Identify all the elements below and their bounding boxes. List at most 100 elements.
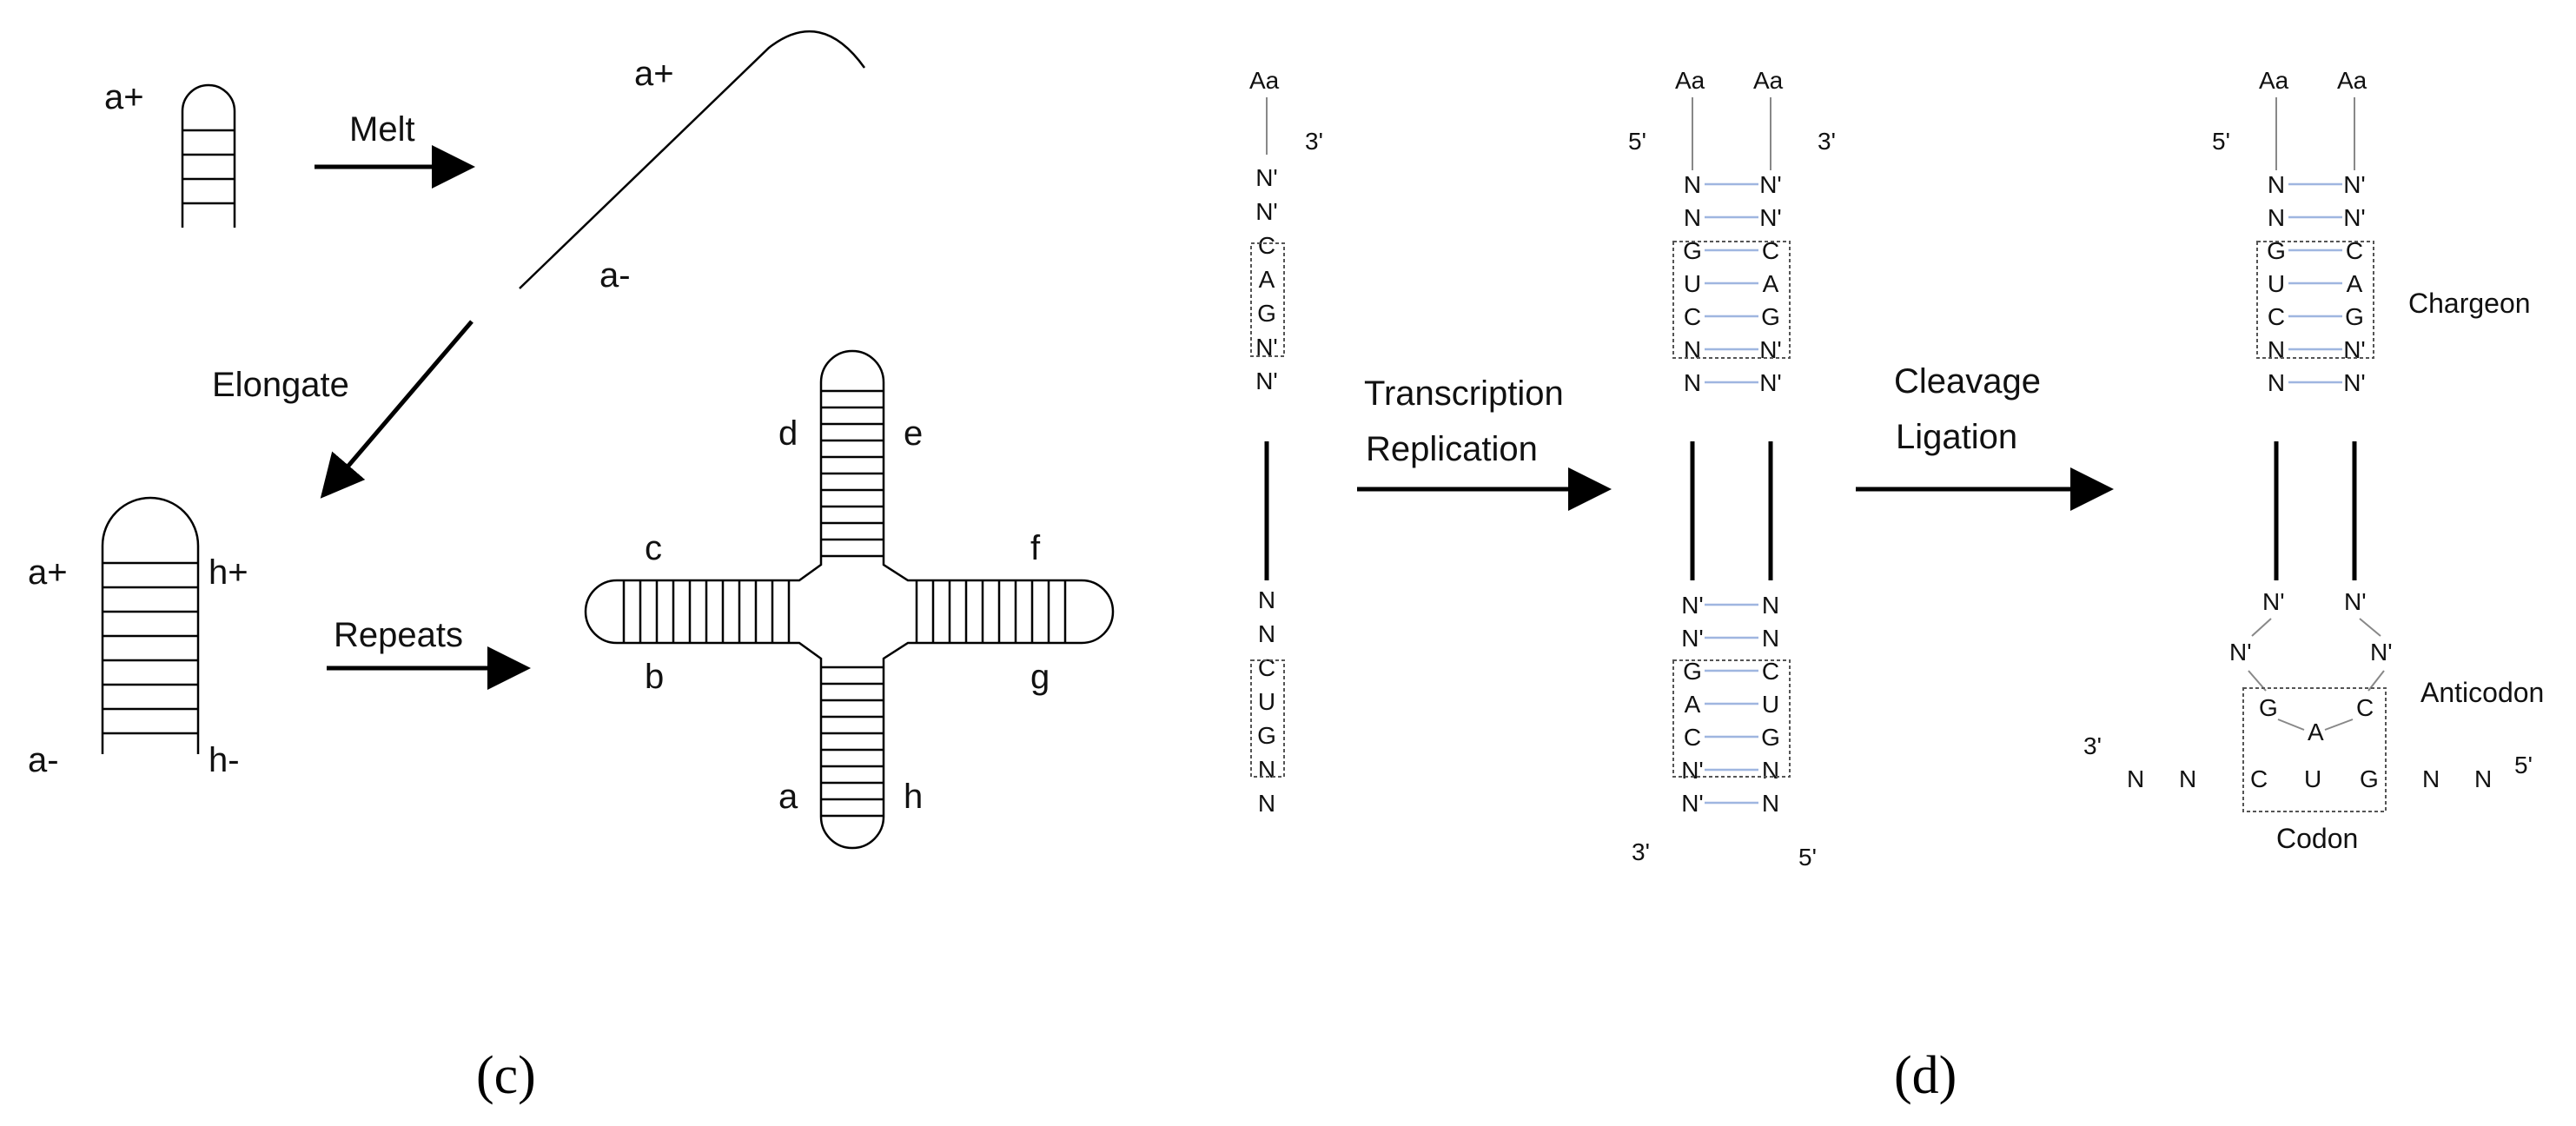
loop-n-right-1: N' xyxy=(2344,588,2367,615)
base-right: N xyxy=(1762,790,1779,817)
base-right: N' xyxy=(2343,369,2366,396)
codon-c: C xyxy=(2250,765,2268,792)
single-top-base: C xyxy=(1258,232,1275,259)
loop-n-left-1: N' xyxy=(2262,588,2285,615)
duplex-3-bottom: 3' xyxy=(1632,838,1650,865)
codon-label: Codon xyxy=(2276,823,2358,854)
hairpin-a-plus: a+ xyxy=(28,553,68,592)
duplex-3-top: 3' xyxy=(1818,128,1836,155)
codon-row-n-right-1: N xyxy=(2422,765,2440,792)
single-end3: 3' xyxy=(1305,128,1323,155)
junction-e: e xyxy=(904,414,923,453)
base-right: N' xyxy=(1759,369,1782,396)
chargeon-label: Chargeon xyxy=(2408,288,2531,319)
arrow1-line1: Transcription xyxy=(1364,374,1564,413)
hairpin-h-minus: h- xyxy=(209,741,240,779)
base-right: N xyxy=(1762,625,1779,652)
melt-label: Melt xyxy=(349,110,415,149)
single-top-base: N' xyxy=(1255,164,1278,191)
base-right: N xyxy=(1762,757,1779,784)
base-left: N xyxy=(1684,369,1701,396)
small-hairpin xyxy=(181,83,236,228)
duplex-aa-right: Aa xyxy=(1753,67,1784,94)
base-right: C xyxy=(1762,237,1779,264)
base-left: N' xyxy=(1681,592,1704,619)
single-bottom-base: G xyxy=(1257,722,1276,749)
base-left: N xyxy=(1684,336,1701,363)
junction-c: c xyxy=(645,529,662,567)
base-left: A xyxy=(1685,691,1701,718)
elongate-arrow xyxy=(320,320,473,499)
duplex-top-box xyxy=(1672,241,1791,359)
codon-g: G xyxy=(2360,765,2379,792)
junction-h: h xyxy=(904,778,923,816)
junction-a: a xyxy=(778,778,798,816)
codon-row-n-left-2: N xyxy=(2179,765,2196,792)
base-left: U xyxy=(2268,270,2285,297)
base-right: G xyxy=(2345,303,2364,330)
single-top-base: A xyxy=(1259,266,1275,293)
single-aa: Aa xyxy=(1249,67,1280,94)
base-left: G xyxy=(2267,237,2286,264)
base-left: N xyxy=(1684,171,1701,198)
base-left: C xyxy=(2268,303,2285,330)
anticodon-label: Anticodon xyxy=(2420,677,2544,708)
hairpin-label-a-plus: a+ xyxy=(104,78,144,116)
single-bottom-base: U xyxy=(1258,688,1275,715)
base-left: N' xyxy=(1681,757,1704,784)
single-bottom-base: N xyxy=(1258,790,1275,817)
hairpin-a-minus: a- xyxy=(28,741,59,779)
base-left: N xyxy=(2268,204,2285,231)
anticodon-g: G xyxy=(2259,694,2278,721)
junction-g: g xyxy=(1030,658,1050,696)
repeats-label: Repeats xyxy=(334,616,463,654)
base-right: N xyxy=(1762,592,1779,619)
final-aa-left: Aa xyxy=(2259,67,2289,94)
duplex-bottom-box xyxy=(1672,659,1791,778)
anticodon-c: C xyxy=(2356,694,2374,721)
base-right: A xyxy=(1763,270,1779,297)
base-right: U xyxy=(1762,691,1779,718)
anticodon-codon-box xyxy=(2242,687,2387,812)
single-top-base: N' xyxy=(1255,198,1278,225)
base-right: N' xyxy=(1759,204,1782,231)
base-left: C xyxy=(1684,724,1701,751)
final-5: 5' xyxy=(2212,128,2230,155)
base-left: N' xyxy=(1681,625,1704,652)
base-right: G xyxy=(1761,303,1780,330)
arrow2-line2: Ligation xyxy=(1896,418,2017,456)
duplex-aa-left: Aa xyxy=(1675,67,1705,94)
base-right: N' xyxy=(1759,336,1782,363)
single-top-base: G xyxy=(1257,300,1276,327)
base-left: U xyxy=(1684,270,1701,297)
single-bottom-base: N xyxy=(1258,586,1275,613)
base-left: N xyxy=(2268,171,2285,198)
loop-n-right-2: N' xyxy=(2370,639,2393,666)
melted-strand xyxy=(519,30,866,289)
panel-c: a+ Melt a+ a- Elongate xyxy=(28,30,1115,1105)
arrow1-line2: Replication xyxy=(1366,430,1538,468)
single-bottom-base: N xyxy=(1258,620,1275,647)
anticodon-a: A xyxy=(2308,719,2324,745)
base-left: G xyxy=(1683,658,1702,685)
base-right: C xyxy=(2346,237,2363,264)
base-left: N xyxy=(1684,204,1701,231)
strand-label-a-minus: a- xyxy=(599,256,631,295)
duplex-5-bottom: 5' xyxy=(1798,844,1817,871)
single-bottom-base: C xyxy=(1258,654,1275,681)
base-right: N' xyxy=(2343,204,2366,231)
panel-c-label: (c) xyxy=(476,1046,536,1105)
final-top-box xyxy=(2256,241,2374,359)
elongate-label: Elongate xyxy=(212,366,349,404)
single-bottom-base: N xyxy=(1258,756,1275,783)
base-right: N' xyxy=(2343,336,2366,363)
single-bottom-box xyxy=(1250,659,1285,778)
duplex-5-top: 5' xyxy=(1628,128,1646,155)
loop-n-left-2: N' xyxy=(2229,639,2252,666)
